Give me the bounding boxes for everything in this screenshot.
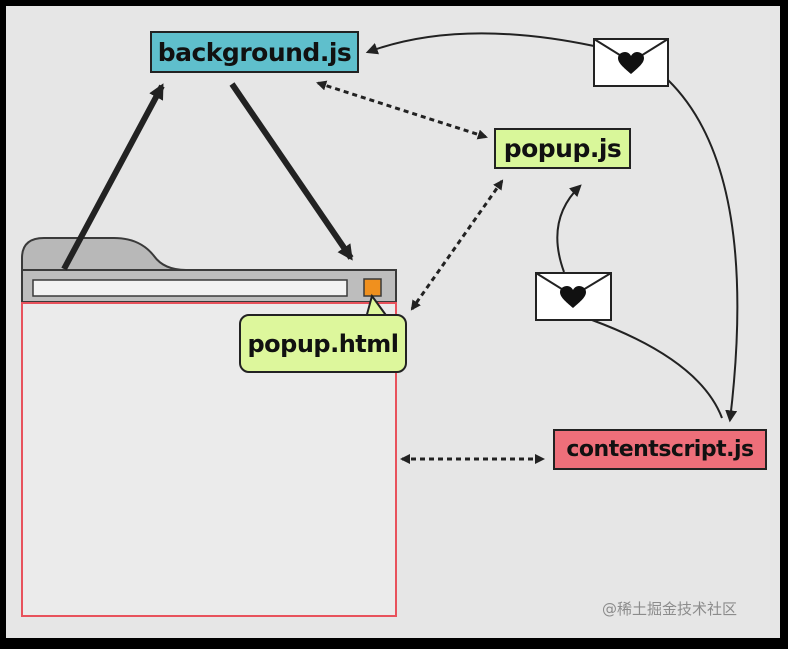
extension-button-icon[interactable]: [363, 278, 382, 297]
address-bar[interactable]: [32, 279, 348, 297]
arrow-browser-to-background: [61, 83, 165, 271]
envelope-heart-icon: [593, 38, 669, 87]
background-js-node: background.js: [150, 31, 359, 73]
popup-js-node: popup.js: [494, 128, 631, 169]
message-arrow-from-content: [591, 319, 723, 419]
message-arrow-to-contentscript: [667, 79, 739, 423]
envelope-heart-icon: [535, 272, 612, 321]
arrow-popup-js-popup-html: [410, 179, 504, 311]
arrow-background-to-popup-html: [229, 82, 354, 261]
message-arrow-to-popup-js: [556, 184, 582, 273]
browser-tab: [21, 237, 187, 271]
contentscript-js-node: contentscript.js: [553, 429, 767, 470]
popup-html-node: popup.html: [239, 314, 407, 373]
message-arrow-to-background: [365, 32, 595, 55]
watermark: @稀土掘金技术社区: [602, 600, 738, 618]
arrow-background-popup-js: [316, 80, 488, 140]
